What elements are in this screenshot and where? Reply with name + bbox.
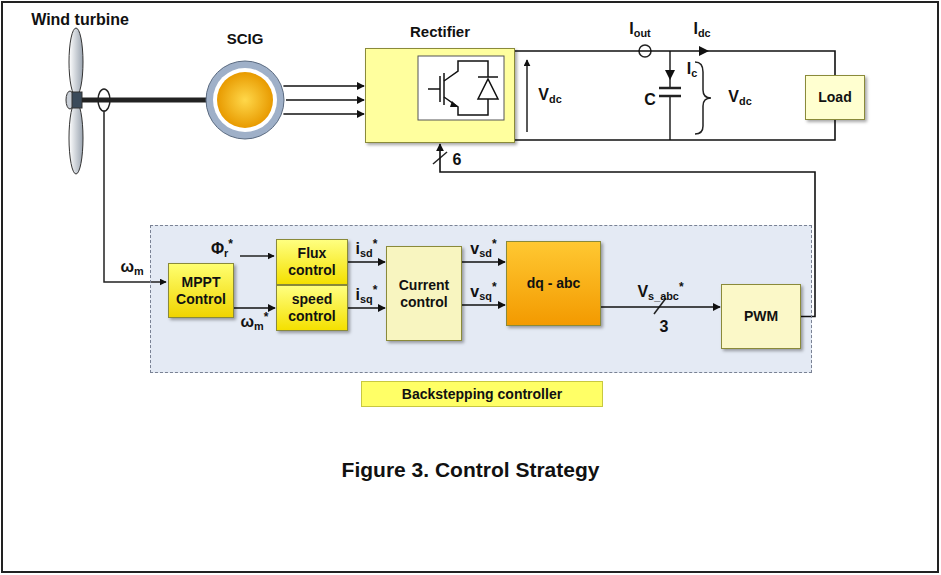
generator-symbol xyxy=(205,60,285,140)
rectifier-box: Rectifier xyxy=(365,48,515,143)
signal-label: Vs_abc* xyxy=(637,281,683,303)
connector xyxy=(601,307,720,308)
signal-label: Iout xyxy=(629,20,650,40)
signal-label: Idc xyxy=(693,20,710,40)
controller-label: Backstepping controller xyxy=(361,381,603,407)
connector xyxy=(348,308,385,309)
shaft xyxy=(82,98,212,103)
flux-ref-arrow xyxy=(240,255,274,257)
process-box: Current control xyxy=(386,246,462,341)
process-box: speed control xyxy=(276,285,348,331)
brace xyxy=(695,62,711,134)
signal-label: Vdc xyxy=(538,86,561,106)
node-text: dq - abc xyxy=(524,272,584,295)
node-title: SCIG xyxy=(165,30,325,47)
region-fill xyxy=(150,225,812,373)
process-box: dq - abc xyxy=(506,241,601,326)
signal-label: 3 xyxy=(660,318,669,336)
process-box: MPPT Control xyxy=(168,263,234,318)
node-title: Rectifier xyxy=(326,23,554,40)
node-text: PWM xyxy=(741,305,781,328)
part-name: Wind turbine xyxy=(31,11,129,29)
figure-caption: Figure 3. Control Strategy xyxy=(0,458,941,482)
process-box: PWM xyxy=(721,284,801,349)
signal-label: vsd* xyxy=(470,238,496,260)
signal-label: ωm* xyxy=(241,311,269,333)
voltage-arrow xyxy=(526,60,528,132)
connector xyxy=(462,305,505,306)
signal-label: isq* xyxy=(356,284,378,306)
connector xyxy=(462,262,505,263)
wind-turbine xyxy=(66,28,83,174)
connector xyxy=(515,51,835,140)
node-text: MPPT Control xyxy=(169,271,233,311)
node-text: Load xyxy=(815,86,854,109)
load-box: Load xyxy=(805,75,865,120)
signal-label: ωm xyxy=(120,258,143,278)
generator-circle: SCIG xyxy=(205,60,285,140)
signal-label: Vdc xyxy=(728,88,751,108)
signal-label: 6 xyxy=(453,151,462,169)
connector xyxy=(234,308,275,309)
signal-label: Φr* xyxy=(211,238,233,260)
node-text: Current control xyxy=(387,274,461,314)
signal-label: vsq* xyxy=(470,281,496,303)
connector xyxy=(348,262,385,263)
connector xyxy=(283,86,364,114)
signal-label: isd* xyxy=(356,238,378,260)
node-text: Flux control xyxy=(277,242,347,282)
capacitor-symbol xyxy=(659,51,681,140)
speed-signal xyxy=(104,111,166,282)
current-arrowhead xyxy=(665,70,675,80)
node-text: speed control xyxy=(277,288,347,328)
signal-label: Ic xyxy=(687,60,698,80)
igbt-symbol xyxy=(366,49,516,144)
speed-sensor xyxy=(98,89,110,111)
signal-label: C xyxy=(644,91,656,109)
process-box: Flux control xyxy=(276,239,348,285)
